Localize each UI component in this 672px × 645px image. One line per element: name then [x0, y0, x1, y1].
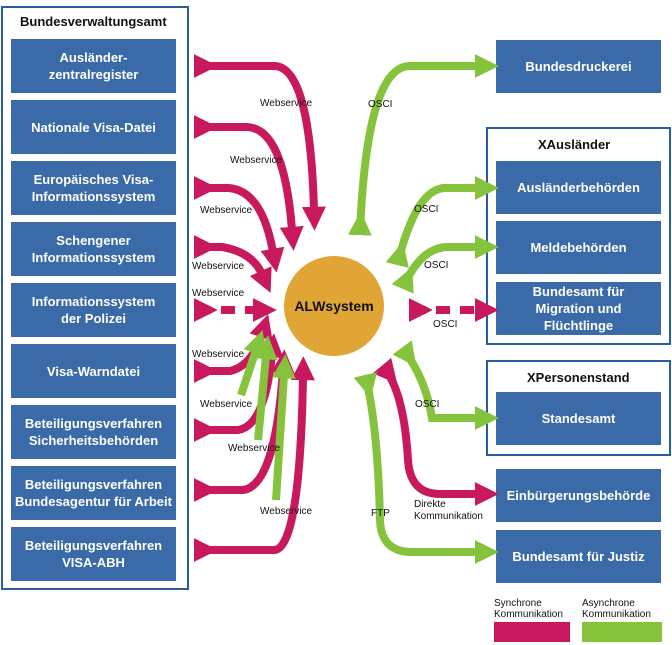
- label-osci-1: OSCI: [368, 99, 392, 110]
- label-webservice-2: Webservice: [230, 155, 282, 166]
- label-direkte-line: Kommunikation: [414, 511, 483, 522]
- label-webservice-6: Webservice: [192, 349, 244, 360]
- arrow-async-bundesagentur: [271, 354, 296, 501]
- box-europaeisches-visa-informationssystem[interactable]: Europäisches Visa- Informationssystem: [11, 161, 176, 215]
- box-beteiligung-sicherheitsbehoerden[interactable]: Beteiligungsverfahren Sicherheitsbehörde…: [11, 405, 176, 459]
- label-osci-4: OSCI: [433, 319, 457, 330]
- label-webservice-8: Webservice: [228, 443, 280, 454]
- box-auslaenderzentralregister[interactable]: Ausländer- zentralregister: [11, 39, 176, 93]
- box-nationale-visa-datei[interactable]: Nationale Visa-Datei: [11, 100, 176, 154]
- arrow-meldebehoerden: [391, 235, 499, 294]
- label-webservice-7: Webservice: [200, 399, 252, 410]
- arrow-europaeisches-visa: [193, 176, 285, 273]
- arrow-auslaenderzentralregister: [193, 54, 326, 231]
- bundesverwaltungsamt-title: Bundesverwaltungsamt: [20, 14, 167, 29]
- xauslaender-title: XAusländer: [538, 137, 611, 152]
- box-bamf[interactable]: Bundesamt für Migration und Flüchtlinge: [496, 282, 661, 335]
- arrow-nationale-visa-datei: [193, 115, 304, 251]
- arrow-bundesdruckerei: [347, 54, 499, 236]
- box-informationssystem-polizei[interactable]: Informationssystem der Polizei: [11, 283, 176, 337]
- label-osci-3: OSCI: [424, 260, 448, 271]
- box-bundesdruckerei[interactable]: Bundesdruckerei: [496, 40, 661, 93]
- xpersonenstand-title: XPersonenstand: [527, 370, 630, 385]
- label-osci-5: OSCI: [415, 399, 439, 410]
- legend-async-label: Asynchrone Kommunikation: [582, 598, 651, 620]
- box-visa-warndatei[interactable]: Visa-Warndatei: [11, 344, 176, 398]
- alwsystem-node: [284, 256, 384, 356]
- arrow-einbuergerung: [372, 357, 499, 506]
- legend-sync-swatch: [494, 622, 570, 642]
- label-webservice-4: Webservice: [192, 261, 244, 272]
- label-osci-2: OSCI: [414, 204, 438, 215]
- arrow-async-visa-warndatei: [237, 330, 267, 397]
- label-ftp: FTP: [371, 508, 390, 519]
- label-webservice-3: Webservice: [200, 205, 252, 216]
- arrow-schengener: [193, 235, 272, 293]
- box-standesamt[interactable]: Standesamt: [496, 392, 661, 445]
- box-einbuergerungsbehoerde[interactable]: Einbürgerungsbehörde: [496, 469, 661, 522]
- label-webservice-9: Webservice: [260, 506, 312, 517]
- box-schengener-informationssystem[interactable]: Schengener Informationssystem: [11, 222, 176, 276]
- label-webservice-1: Webservice: [260, 98, 312, 109]
- box-beteiligung-visa-abh[interactable]: Beteiligungsverfahren VISA-ABH: [11, 527, 176, 581]
- arrow-async-sicherheitsbehoerden: [253, 335, 278, 441]
- label-direkte-line: Direkte: [414, 499, 446, 510]
- arrow-justiz: [353, 372, 499, 564]
- label-webservice-5: Webservice: [192, 288, 244, 299]
- alwsystem-label: ALWsystem: [294, 298, 373, 314]
- box-bundesamt-justiz[interactable]: Bundesamt für Justiz: [496, 530, 661, 583]
- box-meldebehoerden[interactable]: Meldebehörden: [496, 221, 661, 274]
- legend-async-swatch: [582, 622, 662, 642]
- box-auslaenderbehoerden[interactable]: Ausländerbehörden: [496, 161, 661, 214]
- legend-sync-label: Synchrone Kommunikation: [494, 598, 563, 620]
- box-beteiligung-bundesagentur[interactable]: Beteiligungsverfahren Bundesagentur für …: [11, 466, 176, 520]
- arrow-visa-abh: [193, 356, 315, 562]
